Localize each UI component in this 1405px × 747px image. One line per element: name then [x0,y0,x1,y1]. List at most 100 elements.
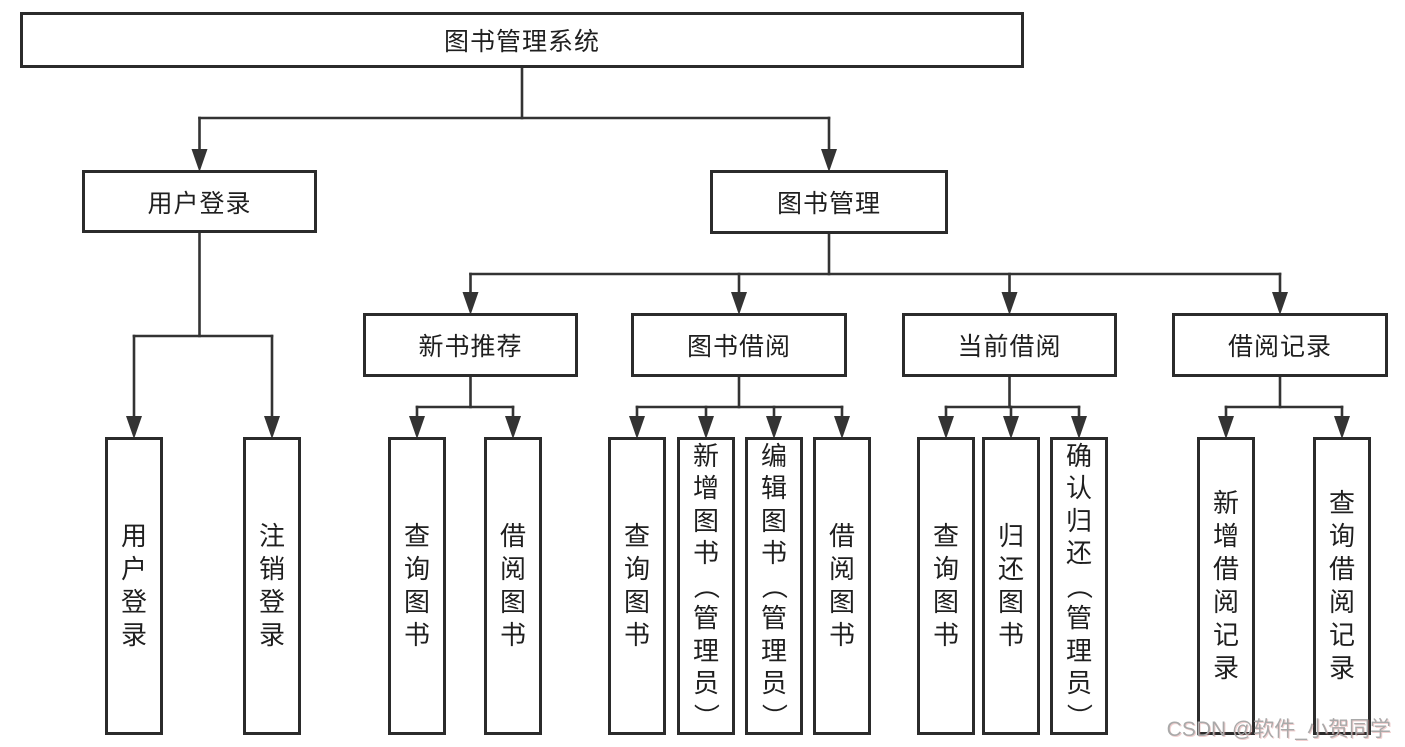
node-label-char: 书 [828,620,855,650]
node-label-char: 询 [403,554,430,584]
arrowhead-icon [126,416,142,439]
arrowhead-icon [409,416,425,439]
node-user-login: 用户登录 [105,437,163,735]
node-label-char: 辑 [760,473,787,504]
node-label-char: 记 [1212,620,1239,650]
arrowhead-icon [264,416,280,439]
arrowhead-icon [505,416,521,439]
node-label-char: 管 [1065,603,1092,634]
node-label-char: （ [1064,572,1095,600]
node-label-char: 认 [1065,473,1092,504]
node-br-query: 查询借阅记录 [1313,437,1371,735]
arrowhead-icon [191,149,208,172]
node-label-char: ） [1064,702,1095,729]
arrowhead-icon [629,416,645,439]
node-cb-confirm: 确认归还（管理员） [1050,437,1108,735]
node-label-char: 书 [623,620,650,650]
node-root: 图书管理系统 [20,12,1024,68]
csdn-watermark: CSDN @软件_小贺同学 [1166,718,1391,741]
arrowhead-icon [462,292,479,315]
node-label-char: 录 [1328,653,1355,683]
arrowhead-icon [1001,292,1018,315]
node-label-char: 用 [120,521,147,551]
node-label-char: 员 [760,668,787,699]
node-logout-login: 注销登录 [243,437,301,735]
node-label-char: 借 [1212,554,1239,584]
node-label-char: 借 [499,521,526,551]
arrowhead-icon [1003,416,1019,439]
node-label: 借阅记录 [1227,333,1332,361]
arrowhead-icon [766,416,782,439]
node-label-char: 员 [692,668,719,699]
node-label-char: 阅 [499,554,526,584]
node-label-char: 书 [760,538,787,569]
node-label-char: 增 [692,473,719,504]
node-label-char: 阅 [1212,587,1239,617]
node-label-char: 录 [120,620,147,650]
node-label-char: 理 [1065,635,1092,666]
arrowhead-icon [698,416,714,439]
node-label-char: 借 [1328,554,1355,584]
node-label: 新书推荐 [418,333,523,361]
node-label-char: 图 [499,587,526,617]
node-label-char: 阅 [828,554,855,584]
node-label-char: 询 [1328,521,1355,551]
node-label-char: 归 [997,521,1024,551]
node-label-char: 录 [1212,653,1239,683]
node-label-char: 户 [120,554,147,584]
node-label: 图书管理系统 [443,28,600,56]
node-label-char: 图 [828,587,855,617]
node-label: 图书管理 [776,190,881,218]
node-label-char: 编 [760,441,787,472]
node-nb-borrow: 借阅图书 [484,437,542,735]
node-label-char: 录 [258,620,285,650]
node-label-char: 借 [828,521,855,551]
node-bb-add: 新增图书（管理员） [677,437,735,735]
node-new-books: 新书推荐 [363,313,578,377]
node-label-char: 记 [1328,620,1355,650]
node-login: 用户登录 [82,170,317,233]
node-label-char: 登 [258,587,285,617]
node-label-char: ） [759,702,790,729]
node-label-char: 管 [692,603,719,634]
node-label-char: 销 [258,554,285,584]
node-cb-return: 归还图书 [982,437,1040,735]
node-label-char: 登 [120,587,147,617]
node-label-char: 图 [692,505,719,536]
node-bb-edit: 编辑图书 （ 管理员 ） [745,437,803,735]
node-label-char: 书 [499,620,526,650]
arrowhead-icon [821,149,837,172]
node-label-char: 书 [692,538,719,569]
node-mgmt: 图书管理 [710,170,948,234]
node-label-char: 增 [1212,521,1239,551]
node-label-char: 询 [932,554,959,584]
node-label-char: 图 [997,587,1024,617]
node-cb-query: 查询图书 [917,437,975,735]
arrowhead-icon [938,416,954,439]
node-label-char: （ [759,572,790,600]
node-label-char: 阅 [1328,587,1355,617]
node-label-char: （ [691,572,722,600]
node-label-char: 理 [760,635,787,666]
node-label-char: 注 [258,521,285,551]
node-label-char: 书 [997,620,1024,650]
node-bb-query: 查询图书 [608,437,666,735]
node-label-char: 确 [1065,441,1092,472]
node-label: 用户登录 [147,189,252,218]
node-label-char: 询 [623,554,650,584]
node-label: 图书借阅 [686,333,791,361]
node-label-char: 图 [760,505,787,536]
arrowhead-icon [834,416,850,439]
arrowhead-icon [1071,416,1087,439]
arrowhead-icon [1218,416,1234,439]
node-label-char: 理 [692,635,719,666]
node-label-char: 还 [1065,538,1092,569]
arrowhead-icon [731,292,747,315]
node-label-char: 书 [932,620,959,650]
node-label-char: 图 [623,587,650,617]
node-label-char: 查 [403,521,430,551]
node-label-char: 管 [760,603,787,634]
node-label-char: 查 [932,521,959,551]
